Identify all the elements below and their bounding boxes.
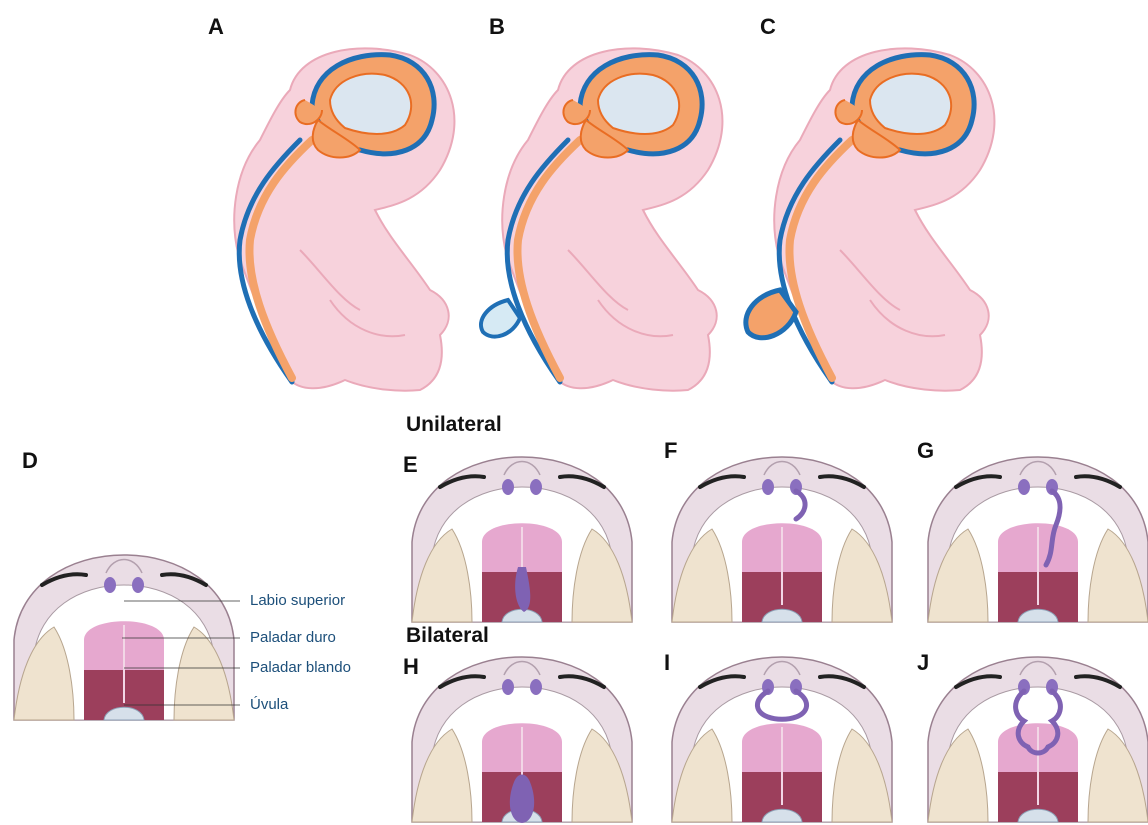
panel-label-i: I — [664, 652, 670, 674]
panel-i-bilateral-cleft-lip — [672, 657, 892, 822]
panel-label-b: B — [489, 16, 505, 38]
panel-j-bilateral-cleft-lip-palate — [928, 657, 1148, 822]
heading-unilateral: Unilateral — [406, 414, 502, 435]
callout-paladar-blando: Paladar blando — [250, 660, 351, 675]
panel-a-normal-fetus — [234, 48, 454, 390]
panel-label-f: F — [664, 440, 677, 462]
callout-labio-superior: Labio superior — [250, 593, 345, 608]
meningocele-sac — [481, 300, 520, 337]
panel-g-unilateral-cleft-lip-palate — [928, 457, 1148, 622]
panel-label-j: J — [917, 652, 929, 674]
panel-d-normal-palate — [14, 555, 234, 720]
panel-f-unilateral-cleft-lip — [672, 457, 892, 622]
panel-label-c: C — [760, 16, 776, 38]
panel-c-myelomeningocele-fetus — [746, 48, 995, 390]
panel-label-a: A — [208, 16, 224, 38]
callout-paladar-duro: Paladar duro — [250, 630, 336, 645]
panel-b-meningocele-fetus — [481, 48, 722, 390]
heading-bilateral: Bilateral — [406, 625, 489, 646]
panel-e-cleft-soft-palate — [412, 457, 632, 622]
callout-uvula: Úvula — [250, 697, 288, 712]
panel-label-e: E — [403, 454, 418, 476]
panel-h-bilateral-soft-palate — [412, 657, 632, 823]
panel-label-h: H — [403, 656, 419, 678]
panel-label-d: D — [22, 450, 38, 472]
panel-label-g: G — [917, 440, 934, 462]
